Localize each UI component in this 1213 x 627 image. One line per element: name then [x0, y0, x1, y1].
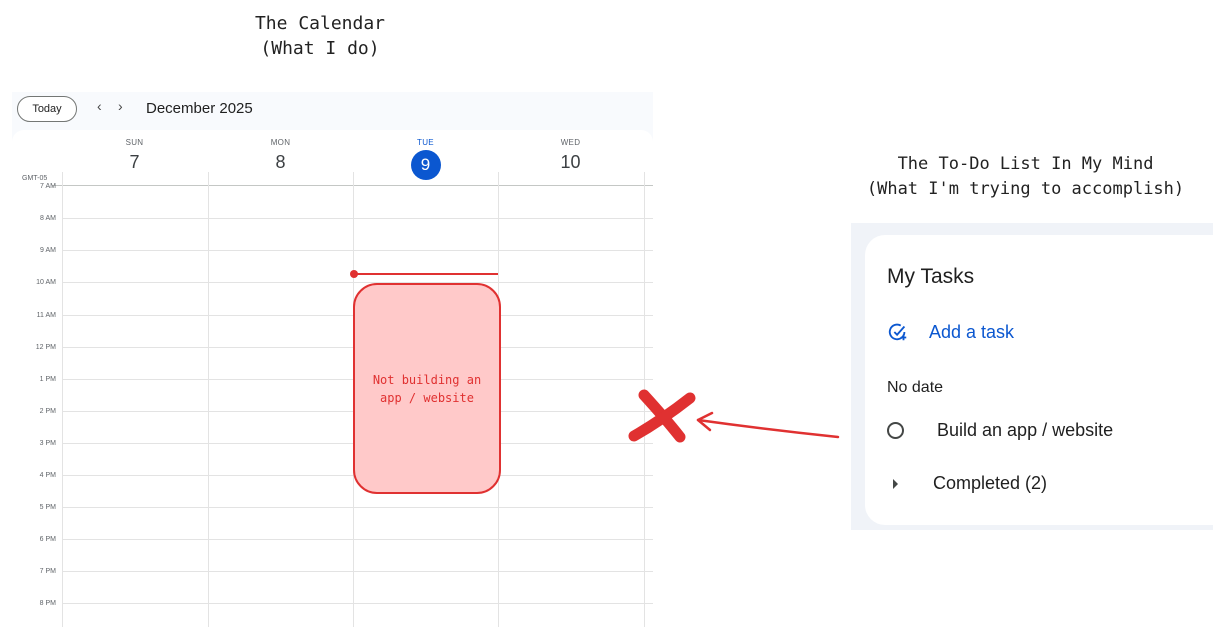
hour-label: 7 PM — [39, 568, 56, 575]
hour-line — [62, 603, 653, 604]
todo-caption: The To-Do List In My Mind (What I'm tryi… — [838, 152, 1213, 202]
day-number[interactable]: 10 — [560, 152, 581, 172]
today-button[interactable]: Today — [17, 96, 77, 122]
hour-line — [62, 571, 653, 572]
hour-line — [62, 218, 653, 219]
caret-right-icon — [893, 478, 898, 489]
calendar-panel: Today ‹ › December 2025 SUN 7 MON 8 TUE … — [12, 92, 653, 627]
hour-label: 5 PM — [39, 504, 56, 511]
arrow-icon — [696, 411, 840, 439]
day-header-wed[interactable]: WED 10 — [498, 130, 643, 173]
hour-line — [62, 282, 653, 283]
hour-label: 4 PM — [39, 472, 56, 479]
event-label-line2: app / website — [380, 390, 474, 405]
day-of-week: MON — [270, 138, 291, 147]
completed-label: Completed (2) — [933, 473, 1048, 493]
hour-label: 2 PM — [39, 408, 56, 415]
hour-label: 7 AM — [40, 183, 56, 190]
hour-label: 12 PM — [35, 344, 56, 351]
task-item[interactable]: Build an app / website — [887, 420, 1113, 441]
timezone-label: GMT-05 — [22, 175, 48, 182]
hour-line — [62, 507, 653, 508]
hour-label: 8 AM — [40, 215, 56, 222]
hour-line — [62, 250, 653, 251]
calendar-caption-subtitle: (What I do) — [260, 38, 380, 59]
hour-label: 9 AM — [40, 247, 56, 254]
day-of-week: SUN — [125, 138, 144, 147]
calendar-caption: The Calendar (What I do) — [200, 11, 440, 61]
add-task-button[interactable]: Add a task — [887, 321, 1014, 343]
hour-label: 11 AM — [36, 312, 56, 319]
day-header-tue[interactable]: TUE 9 — [353, 130, 498, 180]
tasks-title: My Tasks — [887, 265, 975, 288]
header-divider — [52, 185, 653, 186]
hour-label: 10 AM — [36, 279, 56, 286]
task-checkbox[interactable] — [887, 422, 904, 439]
day-header-sun[interactable]: SUN 7 — [62, 130, 207, 173]
day-number-today[interactable]: 9 — [410, 150, 441, 180]
current-time-dot — [350, 270, 358, 278]
day-of-week: TUE — [417, 138, 434, 147]
todo-caption-title: The To-Do List In My Mind — [897, 154, 1154, 174]
task-title[interactable]: Build an app / website — [937, 420, 1114, 440]
day-divider — [62, 172, 63, 627]
day-number[interactable]: 8 — [275, 152, 286, 172]
cross-icon — [628, 389, 696, 443]
current-time-line — [354, 273, 498, 275]
hour-label: 1 PM — [39, 376, 56, 383]
add-task-icon — [888, 323, 907, 341]
tasks-panel: My Tasks Add a task No date Build an app… — [851, 223, 1213, 530]
hour-label: 3 PM — [39, 440, 56, 447]
chevron-left-icon[interactable]: ‹ — [97, 98, 102, 114]
day-divider — [208, 172, 209, 627]
day-number[interactable]: 7 — [129, 152, 140, 172]
calendar-event[interactable]: Not building an app / website — [353, 283, 501, 494]
hour-label: 8 PM — [39, 600, 56, 607]
completed-toggle[interactable]: Completed (2) — [893, 473, 1047, 494]
day-of-week: WED — [560, 138, 581, 147]
calendar-caption-title: The Calendar — [254, 13, 386, 34]
section-no-date: No date — [887, 379, 944, 396]
todo-caption-subtitle: (What I'm trying to accomplish) — [866, 179, 1185, 199]
add-task-label: Add a task — [929, 321, 1015, 342]
hour-label: 6 PM — [39, 536, 56, 543]
event-label-line1: Not building an — [372, 372, 482, 387]
month-title: December 2025 — [146, 100, 253, 117]
chevron-right-icon[interactable]: › — [118, 98, 123, 114]
event-label: Not building an app / website — [367, 371, 487, 407]
week-grid: SUN 7 MON 8 TUE 9 WED 10 GMT-05 7 AM 8 A… — [12, 130, 653, 627]
calendar-toolbar: Today ‹ › December 2025 — [12, 92, 653, 130]
day-header-mon[interactable]: MON 8 — [208, 130, 353, 173]
hour-line — [62, 539, 653, 540]
tasks-card: My Tasks Add a task No date Build an app… — [865, 235, 1213, 525]
